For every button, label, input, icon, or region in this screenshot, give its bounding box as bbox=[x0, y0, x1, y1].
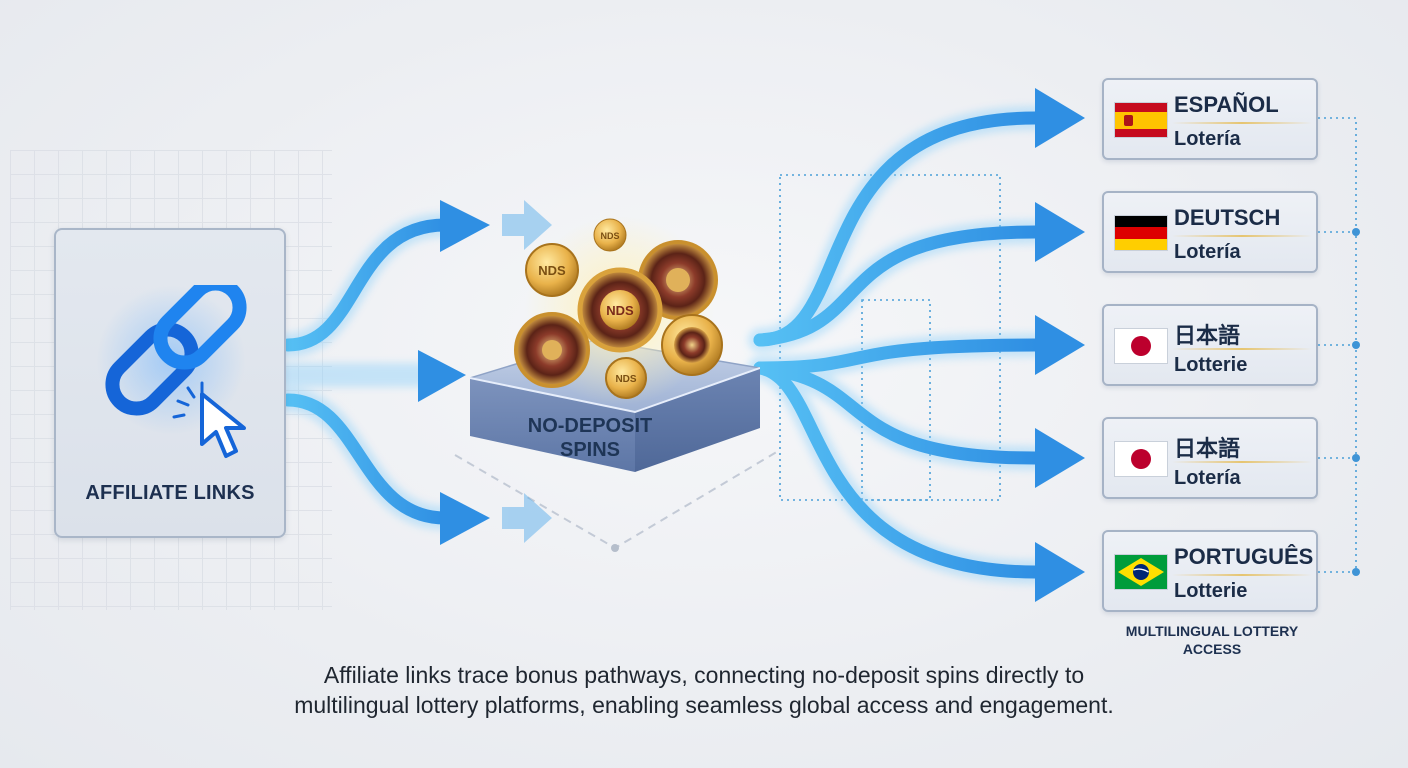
lang-sub: Lotería bbox=[1174, 128, 1241, 150]
lang-card-deutsch[interactable]: DEUTSCH Lotería bbox=[1102, 191, 1318, 273]
lang-sub: Lotterie bbox=[1174, 354, 1248, 376]
lang-name: ESPAÑOL bbox=[1174, 92, 1279, 117]
cursor-click-icon bbox=[200, 392, 246, 458]
affiliate-links-card[interactable]: AFFILIATE LINKS bbox=[54, 228, 286, 538]
hub-label-line1: NO-DEPOSIT bbox=[527, 415, 653, 437]
coins-roulette-cluster: NDS NDS NDS NDS bbox=[514, 215, 723, 405]
platform-arrowheads bbox=[1035, 88, 1085, 602]
brazil-flag-icon bbox=[1114, 554, 1168, 590]
chain-link-icon bbox=[105, 285, 247, 419]
caption-line1: Affiliate links trace bonus pathways, co… bbox=[323, 662, 1085, 688]
gold-divider bbox=[1172, 235, 1312, 237]
platform-flows bbox=[753, 111, 1042, 579]
japan-flag-icon bbox=[1114, 441, 1168, 477]
roulette-wheel-left bbox=[514, 312, 590, 388]
footer-tag-line2: ACCESS bbox=[1182, 641, 1242, 657]
gold-divider bbox=[1172, 461, 1312, 463]
no-deposit-spins-label: NO-DEPOSIT SPINS bbox=[520, 414, 660, 462]
roulette-wheel-small bbox=[661, 314, 723, 376]
lang-card-portugues[interactable]: PORTUGUÊS Lotterie bbox=[1102, 530, 1318, 612]
svg-text:NDS: NDS bbox=[615, 374, 636, 385]
lang-sub: Lotterie bbox=[1174, 580, 1248, 602]
svg-text:NDS: NDS bbox=[606, 303, 634, 318]
roulette-wheel-center: NDS bbox=[577, 267, 663, 353]
multilingual-lottery-access-label: MULTILINGUAL LOTTERY ACCESS bbox=[1100, 622, 1324, 658]
gold-divider bbox=[1172, 574, 1312, 576]
japan-flag-icon bbox=[1114, 328, 1168, 364]
hub-label-line2: SPINS bbox=[559, 439, 621, 461]
gold-divider bbox=[1172, 122, 1312, 124]
connector-dots bbox=[1352, 228, 1360, 576]
svg-text:NDS: NDS bbox=[538, 263, 566, 278]
lang-name: DEUTSCH bbox=[1174, 205, 1281, 230]
lang-sub: Lotería bbox=[1174, 241, 1241, 263]
lang-name: 日本語 bbox=[1174, 323, 1241, 348]
lang-card-japanese-lotterie[interactable]: 日本語 Lotterie bbox=[1102, 304, 1318, 386]
lang-card-japanese-loteria[interactable]: 日本語 Lotería bbox=[1102, 417, 1318, 499]
caption-line2: multilingual lottery platforms, enabling… bbox=[294, 692, 1114, 718]
caption: Affiliate links trace bonus pathways, co… bbox=[240, 660, 1168, 720]
coin-nds-bottom: NDS bbox=[605, 357, 647, 399]
spain-flag-icon bbox=[1114, 102, 1168, 138]
click-sparks-icon bbox=[172, 381, 204, 419]
coin-nds-top: NDS bbox=[593, 218, 627, 252]
lang-name: 日本語 bbox=[1174, 436, 1241, 461]
affiliate-links-label: AFFILIATE LINKS bbox=[85, 482, 255, 504]
coin-nds-left: NDS bbox=[525, 243, 579, 297]
footer-tag-line1: MULTILINGUAL LOTTERY bbox=[1125, 623, 1299, 639]
lang-sub: Lotería bbox=[1174, 467, 1241, 489]
source-flows bbox=[281, 218, 452, 525]
lang-name: PORTUGUÊS bbox=[1174, 544, 1314, 569]
gold-divider bbox=[1172, 348, 1312, 350]
germany-flag-icon bbox=[1114, 215, 1168, 251]
svg-text:NDS: NDS bbox=[600, 231, 619, 241]
lang-card-espanol[interactable]: ESPAÑOL Lotería bbox=[1102, 78, 1318, 160]
